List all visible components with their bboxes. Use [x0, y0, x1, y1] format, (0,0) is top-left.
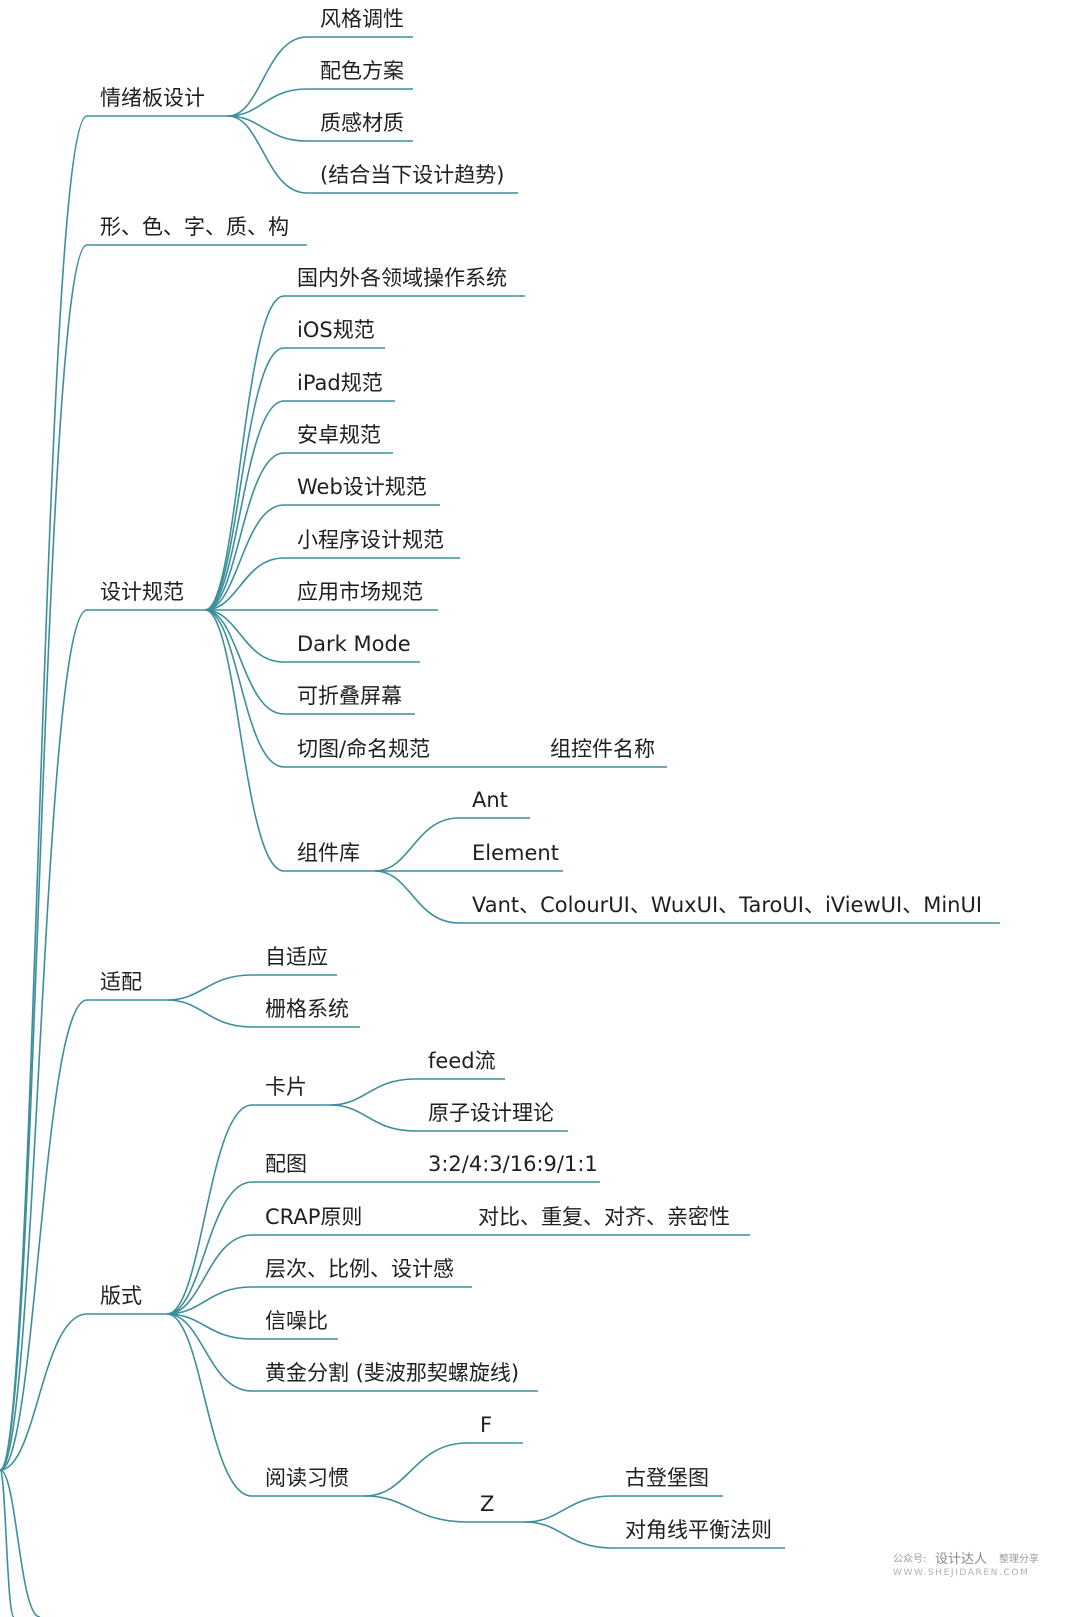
connector-line	[204, 452, 285, 611]
connector-line	[204, 347, 285, 611]
connector-line	[166, 1234, 253, 1315]
node-card: 卡片	[265, 1075, 307, 1099]
watermark-brand: 设计达人	[935, 1552, 988, 1567]
node-ratios: 3:2/4:3/16:9/1:1	[428, 1152, 598, 1176]
node-miniprogram-spec: 小程序设计规范	[297, 528, 444, 552]
connector-line	[0, 609, 88, 1471]
node-color-scheme: 配色方案	[320, 59, 404, 83]
node-form-color-font: 形、色、字、质、构	[100, 215, 289, 239]
connector-line	[204, 609, 285, 768]
connector-line	[166, 999, 253, 1028]
connector-line	[166, 1181, 253, 1315]
connector-line	[166, 1313, 253, 1497]
node-ios-spec: iOS规范	[297, 318, 375, 342]
node-diagonal: 对角线平衡法则	[625, 1518, 772, 1542]
connector-line	[204, 504, 285, 611]
connector-line	[329, 1104, 416, 1132]
node-appstore-spec: 应用市场规范	[297, 580, 423, 604]
connector-line	[374, 870, 460, 924]
node-underlines	[87, 36, 1000, 1549]
node-grid-system: 栅格系统	[265, 997, 349, 1021]
watermark-url: WWW.SHEJIDAREN.COM	[893, 1568, 1030, 1578]
node-layout: 版式	[100, 1284, 142, 1308]
connector-line	[227, 88, 308, 117]
connector-line	[524, 1521, 613, 1549]
connector-line	[0, 1469, 41, 1617]
watermark-prefix: 公众号:	[893, 1554, 927, 1565]
node-component-names: 组控件名称	[550, 737, 655, 761]
node-dark-mode: Dark Mode	[297, 632, 411, 656]
connector-line	[166, 1104, 253, 1315]
node-ipad-spec: iPad规范	[297, 371, 383, 395]
node-material-texture: 质感材质	[320, 111, 404, 135]
connector-line	[227, 115, 308, 194]
node-vant-etc: Vant、ColourUI、WuxUI、TaroUI、iViewUI、MinUI	[472, 893, 983, 917]
connector-line	[166, 1313, 253, 1392]
node-hierarchy: 层次、比例、设计感	[265, 1257, 454, 1281]
connector-line	[374, 817, 460, 872]
node-foldable: 可折叠屏幕	[297, 684, 402, 708]
connector-line	[329, 1078, 416, 1106]
node-element: Element	[472, 841, 559, 865]
connector-line	[204, 400, 285, 611]
connector-line	[204, 609, 285, 663]
watermark: 公众号: 设计达人 整理分享 WWW.SHEJIDAREN.COM	[893, 1548, 1058, 1588]
node-atomic: 原子设计理论	[428, 1101, 554, 1125]
node-adaptation: 适配	[100, 970, 142, 994]
node-responsive: 自适应	[265, 945, 328, 969]
connector-line	[524, 1495, 613, 1523]
connector-line	[364, 1442, 468, 1497]
node-z-pattern: Z	[480, 1492, 495, 1516]
node-web-spec: Web设计规范	[297, 475, 427, 499]
node-android-spec: 安卓规范	[297, 423, 381, 447]
node-golden: 黄金分割 (斐波那契螺旋线)	[265, 1361, 520, 1385]
connector-line	[166, 1286, 253, 1315]
connector-line	[204, 295, 285, 611]
node-current-trends: (结合当下设计趋势)	[320, 163, 505, 187]
node-feed: feed流	[428, 1049, 496, 1073]
node-ant: Ant	[472, 788, 508, 812]
node-f-pattern: F	[480, 1413, 493, 1437]
node-gutenberg: 古登堡图	[625, 1466, 709, 1490]
node-component-lib: 组件库	[297, 841, 360, 865]
connector-line	[0, 1469, 15, 1617]
connector-line	[227, 36, 308, 117]
connector-line	[204, 557, 285, 611]
node-crap: CRAP原则	[265, 1205, 363, 1229]
connector-line	[0, 1313, 88, 1471]
node-slicing-naming: 切图/命名规范	[297, 737, 431, 761]
node-crap-detail: 对比、重复、对齐、亲密性	[478, 1205, 730, 1229]
connector-line	[204, 609, 285, 872]
connector-line	[0, 244, 88, 1471]
node-os-systems: 国内外各领域操作系统	[297, 266, 507, 290]
connector-line	[166, 974, 253, 1001]
node-style-tone: 风格调性	[320, 7, 404, 31]
connector-line	[227, 115, 308, 142]
node-reading: 阅读习惯	[265, 1466, 349, 1490]
connector-line	[0, 999, 88, 1471]
watermark-tail: 整理分享	[999, 1554, 1039, 1565]
node-moodboard: 情绪板设计	[100, 86, 205, 110]
node-design-specs: 设计规范	[100, 580, 184, 604]
node-images: 配图	[265, 1152, 307, 1176]
node-snr: 信噪比	[265, 1309, 328, 1333]
connector-line	[364, 1495, 468, 1523]
connector-lines	[0, 36, 613, 1617]
connector-line	[166, 1313, 253, 1340]
connector-line	[204, 609, 285, 715]
